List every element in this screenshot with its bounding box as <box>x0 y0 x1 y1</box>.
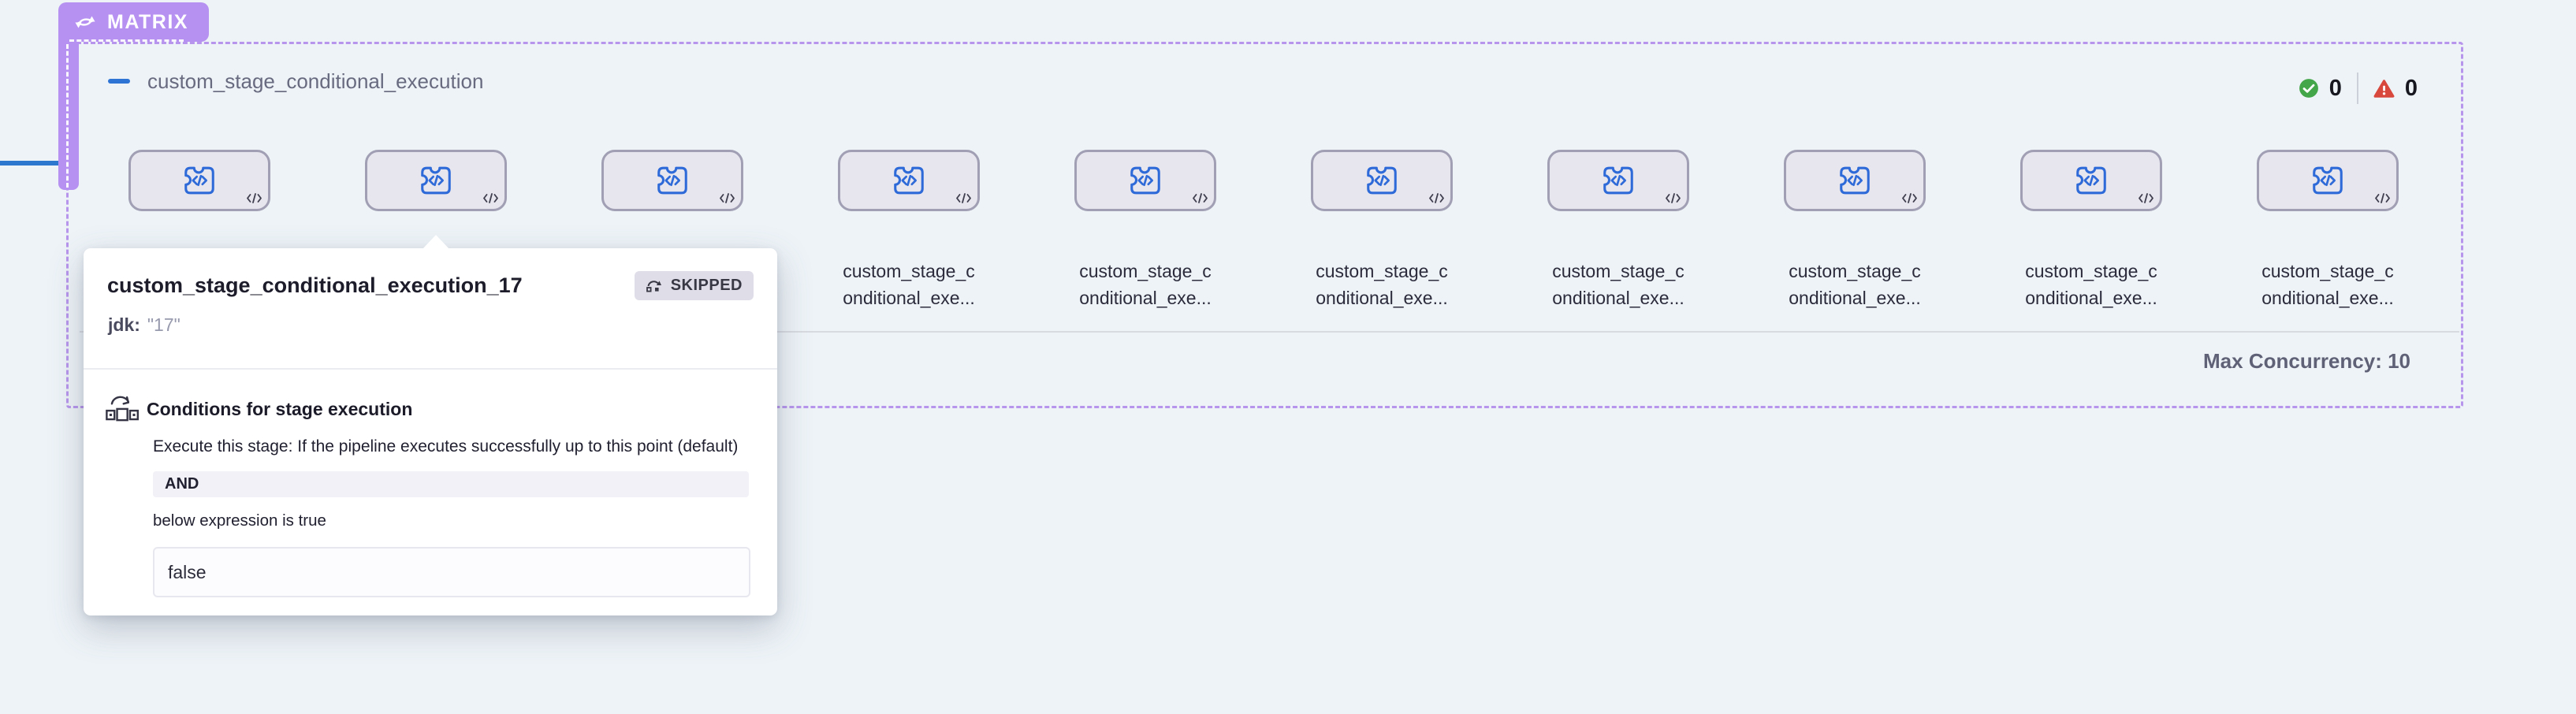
matrix-badge-tail <box>58 39 79 190</box>
loop-icon <box>73 12 97 32</box>
param-value: "17" <box>147 314 181 335</box>
popover-stage-title: custom_stage_conditional_execution_17 <box>107 273 523 297</box>
custom-stage-icon <box>1837 164 1873 197</box>
pipeline-connector-line <box>0 161 61 165</box>
stage-node[interactable] <box>1547 150 1689 211</box>
stage-node-label: custom_stage_c onditional_exe... <box>843 261 975 308</box>
code-icon <box>1901 192 1918 204</box>
dashed-border-overlay <box>66 44 69 188</box>
stage-node[interactable] <box>1074 150 1216 211</box>
custom-stage-icon <box>891 164 927 197</box>
error-count: 0 <box>2404 75 2418 101</box>
stage-node[interactable] <box>2257 150 2399 211</box>
stage-node[interactable] <box>1311 150 1453 211</box>
stage-node[interactable] <box>838 150 980 211</box>
code-icon <box>719 192 735 204</box>
status-badge: SKIPPED <box>634 271 754 300</box>
stage-node[interactable] <box>365 150 507 211</box>
stage-node[interactable] <box>128 150 270 211</box>
success-check-icon <box>2299 78 2319 99</box>
custom-stage-icon <box>2310 164 2346 197</box>
custom-stage-icon <box>181 164 218 197</box>
conditions-icon <box>104 392 139 428</box>
param-key: jdk: <box>108 314 140 335</box>
dashed-border-overlay <box>69 39 184 42</box>
counts-divider <box>2356 73 2358 104</box>
popover-arrow <box>423 235 449 249</box>
custom-stage-icon <box>2073 164 2109 197</box>
condition-operator-box: AND <box>153 471 749 497</box>
stage-node-label: custom_stage_c onditional_exe... <box>2025 261 2157 308</box>
matrix-group-header: custom_stage_conditional_execution <box>108 68 483 95</box>
skipped-icon <box>646 277 664 295</box>
stage-node-label: custom_stage_c onditional_exe... <box>2261 261 2394 308</box>
stage-node-label: custom_stage_c onditional_exe... <box>1552 261 1684 308</box>
code-icon <box>955 192 972 204</box>
stage-node[interactable] <box>601 150 743 211</box>
stage-node-label: custom_stage_c onditional_exe... <box>1316 261 1448 308</box>
matrix-badge: MATRIX <box>58 2 209 42</box>
conditions-description: Execute this stage: If the pipeline exec… <box>153 437 739 456</box>
collapse-minus-icon[interactable] <box>108 79 130 84</box>
popover-divider <box>84 368 777 370</box>
condition-expression-field: false <box>153 547 750 597</box>
concurrency-divider-line <box>80 331 2459 333</box>
custom-stage-icon <box>1600 164 1636 197</box>
matrix-group-container: custom_stage_conditional_execution 0 0 <box>66 42 2463 408</box>
code-icon <box>482 192 499 204</box>
stage-node-label: custom_stage_c onditional_exe... <box>1789 261 1921 308</box>
matrix-group-title: custom_stage_conditional_execution <box>147 69 484 93</box>
custom-stage-icon <box>418 164 454 197</box>
custom-stage-icon <box>1364 164 1400 197</box>
matrix-param-row: jdk: "17" <box>108 314 181 336</box>
status-counts: 0 0 <box>2299 73 2418 104</box>
stage-node[interactable] <box>1784 150 1926 211</box>
stage-node-label: custom_stage_c onditional_exe... <box>1079 261 1212 308</box>
code-icon <box>1665 192 1681 204</box>
code-icon <box>2374 192 2391 204</box>
status-badge-label: SKIPPED <box>670 277 743 294</box>
success-count: 0 <box>2328 75 2342 101</box>
code-icon <box>246 192 262 204</box>
code-icon <box>1192 192 1208 204</box>
code-icon <box>1428 192 1445 204</box>
matrix-badge-label: MATRIX <box>107 10 188 33</box>
custom-stage-icon <box>1127 164 1163 197</box>
stage-node[interactable] <box>2020 150 2162 211</box>
code-icon <box>2138 192 2154 204</box>
conditions-heading: Conditions for stage execution <box>147 399 413 419</box>
max-concurrency-label: Max Concurrency: 10 <box>2203 349 2410 373</box>
warning-icon <box>2373 79 2395 99</box>
conditions-note: below expression is true <box>153 511 326 530</box>
custom-stage-icon <box>654 164 691 197</box>
stage-details-popover: custom_stage_conditional_execution_17 SK… <box>84 235 777 615</box>
